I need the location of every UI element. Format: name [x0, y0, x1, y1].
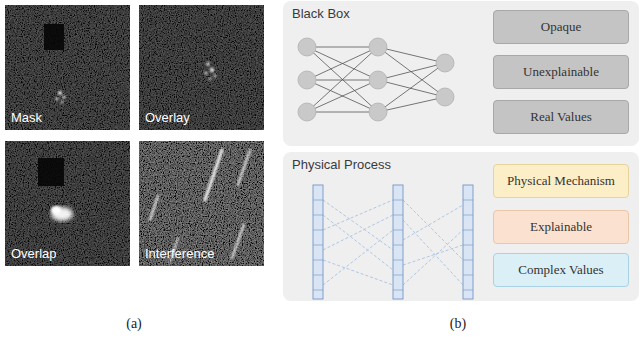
- box-label: Unexplainable: [523, 64, 599, 80]
- property-box: Real Values: [493, 100, 629, 134]
- box-label: Real Values: [530, 109, 592, 125]
- panel-caption: (a): [126, 316, 142, 332]
- box-label: Physical Mechanism: [507, 173, 615, 189]
- image-tile: Overlay: [139, 5, 264, 130]
- image-tile: Interference: [139, 141, 264, 266]
- panel-ground: [283, 152, 639, 301]
- image-tile: Overlap: [5, 141, 130, 266]
- property-box: Complex Values: [493, 253, 629, 287]
- tile-label: Overlap: [11, 246, 57, 261]
- box-label: Explainable: [530, 219, 592, 235]
- property-box: Unexplainable: [493, 55, 629, 89]
- physical-layers: [313, 185, 473, 299]
- property-box: Opaque: [493, 10, 629, 44]
- tile-label: Overlay: [145, 110, 190, 125]
- tile-label: Interference: [145, 246, 214, 261]
- box-label: Opaque: [541, 19, 581, 35]
- sar-tiles: [5, 5, 264, 266]
- property-box: Explainable: [493, 210, 629, 244]
- panel: Physical ProcessPhysical MechanismExplai…: [283, 152, 639, 301]
- box-label: Complex Values: [518, 262, 603, 278]
- neural-net: [298, 38, 454, 121]
- panel-caption: (b): [450, 316, 466, 332]
- image-tile: Mask: [5, 5, 130, 130]
- panel: Black BoxOpaqueUnexplainableReal Values: [283, 1, 639, 146]
- tile-label: Mask: [11, 110, 42, 125]
- panel-ground: [283, 1, 639, 146]
- property-box: Physical Mechanism: [493, 164, 629, 198]
